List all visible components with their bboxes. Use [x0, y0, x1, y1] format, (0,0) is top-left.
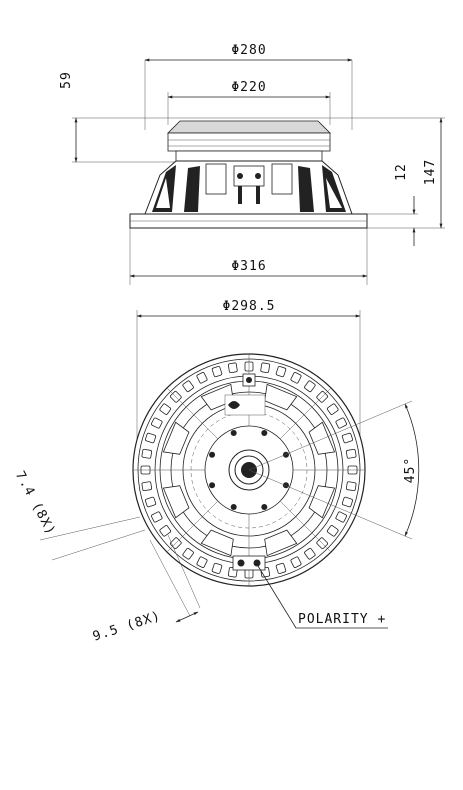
rim-slot [159, 403, 172, 415]
basket-window [264, 529, 298, 557]
magnet-body [167, 132, 331, 152]
rim-slot [260, 362, 271, 374]
rim-slot [196, 372, 208, 384]
rim-slot [141, 448, 153, 459]
rim-slots [140, 361, 358, 579]
rim-slot [211, 366, 223, 378]
spoke-line [279, 500, 332, 553]
label-plate [224, 394, 266, 416]
rim-slot [196, 556, 208, 568]
pole-hole [230, 503, 237, 510]
rim-slot [341, 432, 353, 444]
dim-frame-diameter: Φ316 [231, 259, 266, 274]
basket-window [162, 421, 190, 455]
dim-flange-height: 12 [394, 163, 409, 181]
dim-outer-diameter: Φ280 [231, 43, 266, 58]
rim-slot [145, 496, 157, 508]
basket-window [308, 485, 336, 519]
rim-slot [341, 496, 353, 508]
polarity-label: POLARITY + [298, 612, 386, 627]
pole-hole [230, 430, 237, 437]
spoke-line [166, 500, 219, 553]
rim-slot [151, 417, 163, 429]
dim-total-height: 147 [423, 159, 438, 185]
rim-slot [275, 366, 287, 378]
front-view: Φ298.5 45° [12, 299, 420, 645]
rim-slot [345, 481, 357, 492]
rim-slot [304, 380, 316, 393]
pole-hole [261, 430, 268, 437]
rim-slot [159, 525, 172, 537]
basket-window [162, 485, 190, 519]
pole-hole [209, 482, 216, 489]
rim-slot [290, 372, 302, 384]
rim-slot [290, 556, 302, 568]
rim-slot [326, 403, 339, 415]
rim-slot [335, 417, 347, 429]
rim-slot [151, 511, 163, 523]
rim-slot [335, 511, 347, 523]
rim-slot [227, 362, 238, 374]
pole-hole [261, 503, 268, 510]
logo-icon [228, 401, 240, 409]
rim-slot [141, 481, 153, 492]
basket-window [308, 421, 336, 455]
dim-depth-top: 59 [59, 71, 74, 89]
magnet-cap [167, 120, 331, 134]
rim-slot [182, 547, 194, 560]
polarity-leader [257, 565, 388, 629]
pole-hole [282, 482, 289, 489]
rim-slot [145, 432, 157, 444]
rim-slot [345, 448, 357, 459]
dim-slot-length: 9.5 (8X) [91, 609, 163, 645]
dim-slot-width: 7.4 (8X) [12, 469, 58, 538]
basket-spokes [133, 354, 365, 586]
pole-hole [209, 451, 216, 458]
rim-slot [326, 525, 339, 537]
pole-hole [282, 451, 289, 458]
angle-arc [404, 403, 420, 537]
basket-window [264, 383, 298, 411]
rim-slot [275, 562, 287, 574]
pole-holes [209, 430, 289, 510]
basket-window [200, 529, 234, 557]
side-view: Φ280 Φ220 59 12 147 Φ316 [59, 43, 445, 285]
spoke-line [166, 387, 219, 440]
dim-angle: 45° [403, 457, 418, 483]
rim-slot [211, 562, 223, 574]
dim-magnet-diameter: Φ220 [231, 80, 266, 95]
rim-slot [182, 380, 194, 393]
rim-slot [304, 547, 316, 560]
spoke-line [279, 387, 332, 440]
dim-bolt-circle: Φ298.5 [223, 299, 276, 314]
terminal-block [233, 165, 265, 187]
